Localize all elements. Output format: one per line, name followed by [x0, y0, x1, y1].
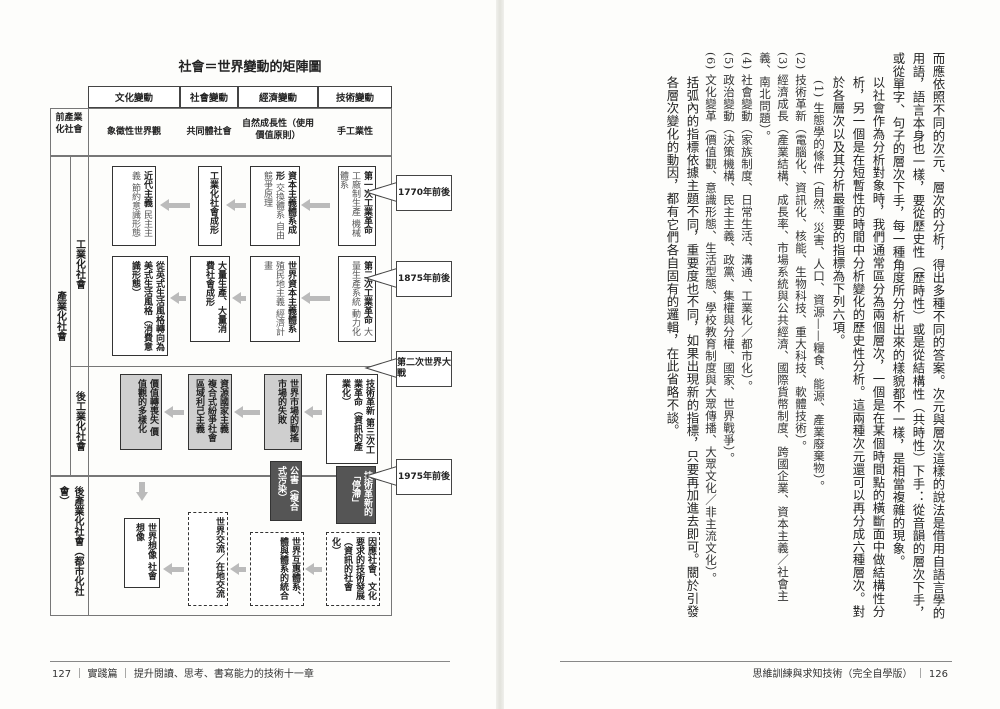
row-header-divider [70, 156, 71, 476]
right-footer: 思維訓練與求知技術（完全自學版） ｜ 126 [752, 669, 948, 680]
arrow-left-icon [230, 563, 239, 575]
box-tech-stagnation: 技術革新的「停滯」 [336, 466, 376, 524]
left-section: 實踐篇 [87, 669, 118, 680]
col-header-society: 社會變動 [180, 86, 238, 108]
box-tech-social-demand: 因應社會、文化要求的技術發展（資訊的社會化） [326, 532, 380, 606]
row-header-industrial: 產業化社會 [54, 291, 66, 341]
left-footer: 127 ｜ 實踐篇 ｜ 提升閱讀、思考、書寫能力的技術十一章 [52, 669, 314, 680]
arrow-left-icon [170, 292, 179, 304]
box-cul-value-diversity: 價值轉喪失 價值觀的多樣化 [120, 374, 162, 450]
arrow-left-icon [234, 406, 243, 418]
arrow-stem [308, 296, 330, 301]
right-book-title: 思維訓練與求知技術（完全自學版） [752, 669, 913, 680]
pre-economy: 自然成長性（使用價值原則） [241, 119, 314, 141]
timeline-1875: 1875年前後 [396, 261, 452, 297]
arrow-left-icon [232, 292, 241, 304]
matrix-diagram: 社會＝世界變動的矩陣圖 文化變動 社會變動 經濟變動 技術變動 前產業化社會 產… [50, 56, 452, 616]
col-header-economy: 經濟變動 [238, 86, 318, 108]
row-header-post-industrial-sub: 後工業化社會 [73, 391, 85, 451]
row-header-industrial-sub: 工業化社會 [73, 238, 85, 289]
arrow-left-icon [160, 199, 169, 211]
box-tech-first-revolution: 第一次工業革命 工廠制生產 機械體系 [338, 166, 376, 246]
row-header-pre-industrial: 前產業化社會 [55, 113, 83, 135]
box-soc-industrial: 工業化社會成形 [198, 166, 222, 246]
arrow-stem [312, 410, 322, 415]
list-item-3: (3) 經濟成長（產業結構、成長率、市場系統與公共經濟、國際貨幣制度、跨國企業、… [758, 52, 790, 602]
right-page-number: 126 [928, 669, 948, 680]
left-chapter: 提升閱讀、思考、書寫能力的技術十一章 [133, 669, 314, 680]
arrow-left-icon [226, 199, 235, 211]
arrow-stem [242, 410, 260, 415]
left-page-number: 127 [52, 669, 72, 680]
box-econ-pollution: 公害（複合式污染） [270, 461, 302, 521]
arrow-left-icon [301, 292, 310, 304]
col-header-technology: 技術變動 [318, 86, 392, 108]
col-header-culture: 文化變動 [88, 86, 180, 108]
arrow-stem [172, 567, 184, 572]
list-item-6: (6) 文化變革（價值觀、意識形態、生活型態、學校教育制度與大眾傳播、大眾文化／… [704, 52, 718, 585]
paragraph-2: 以社會作為分析對象時，我們通常區分為兩個層次，一個是在某個時間點的橫斷面中做結構… [831, 76, 886, 618]
paragraph-closing: 括弧內的指標依據主題不同，重要度也不同，如果出現新的指標，只要再加進去即可。關於… [665, 76, 700, 618]
box-econ-reciprocity: 世界互惠體系、體與體系的統合 [250, 532, 304, 606]
subrow-divider [70, 366, 392, 367]
box-cul-modernism: 近代主義 民主主義 節約意識形態 [112, 166, 156, 246]
arrow-left-icon [301, 199, 310, 211]
box-tech-second-revolution: 第二次工業革命 大量生產系統 動力化 [338, 256, 376, 342]
header-col-divider [88, 108, 89, 616]
box-econ-world-capitalism: 世界資本主義體系 殖民地主義 經濟計畫 [250, 256, 300, 342]
arrow-left-icon [163, 563, 172, 575]
arrow-stem [312, 567, 322, 572]
timeline-1975: 1975年前後 [396, 459, 452, 495]
box-econ-market-failure: 世界市場的動搖 市場的失敗 [264, 374, 302, 450]
arrow-left-icon [164, 406, 173, 418]
box-soc-mass-consumption: 大量生產、大量消費社會成形 [190, 256, 230, 342]
pre-culture: 象徵性世界觀 [106, 127, 161, 137]
right-footer-rule [560, 661, 952, 662]
box-econ-capitalism: 資本主義體系成形 交換體系 自由競爭原理 [250, 166, 300, 246]
pre-technology: 手工業性 [336, 127, 373, 137]
arrow-stem [178, 296, 186, 301]
arrow-down-icon [136, 492, 148, 501]
pre-society: 共同體社會 [186, 127, 232, 137]
arrow-stem [238, 567, 246, 572]
box-cul-world-imagination: 世界想像 社會想像 [124, 518, 160, 588]
row-post-industrial [50, 476, 392, 616]
diagram-title: 社會＝世界變動的矩陣圖 [178, 60, 322, 75]
list-item-5: (5) 政治變動（決策機構、民主主義、政黨、集權與分權、國家、世界戰爭）。 [722, 52, 736, 465]
arrow-stem [139, 482, 145, 492]
row-industrial [50, 156, 392, 476]
arrow-stem [168, 203, 190, 208]
paragraph-1: 而應依照不同的次元、層次的分析，得出多種不同的答案。次元與層次這樣的說法是借用自… [891, 52, 946, 620]
list-item-1: (1) 生態學的條件（自然、災害、人口、資源——糧食、能源、產業廢棄物）。 [812, 80, 826, 493]
timeline-ww2: 第二次世界大戰 [396, 351, 452, 387]
arrow-left-icon [304, 406, 313, 418]
row-pre-industrial [50, 108, 392, 156]
body-text: 而應依照不同的次元、層次的分析，得出多種不同的答案。次元與層次這樣的說法是借用自… [662, 52, 948, 622]
list-item-4: (4) 社會變動（家族制度、日常生活、溝通、工業化／都市化）。 [740, 52, 754, 393]
row-header-post-industrial: 後產業化社會（都市化社會） [57, 486, 83, 596]
box-cul-american-lifestyle: 從英式生活風格轉向為美式生活風格（消費意識形態） [112, 256, 168, 356]
arrow-stem [240, 296, 246, 301]
arrow-stem [308, 203, 330, 208]
arrow-stem [172, 410, 184, 415]
timeline-1770: 1770年前後 [396, 175, 452, 211]
list-item-2: (2) 技術革新（電腦化、資訊化、核能、生物科技、重大科技、軟體技術）。 [794, 52, 808, 453]
book-gutter [496, 0, 504, 709]
arrow-left-icon [305, 563, 314, 575]
box-soc-world-exchange: 世界交流／在地交流 [188, 512, 228, 606]
box-soc-resource-nationalism: 資源國家主義 複合式紛爭社會 區域利己主義 [188, 374, 232, 450]
arrow-stem [234, 203, 246, 208]
left-footer-rule [50, 661, 450, 662]
box-tech-third-revolution: 技術革新 第三次工業革命（資訊的產業化） [326, 374, 378, 464]
